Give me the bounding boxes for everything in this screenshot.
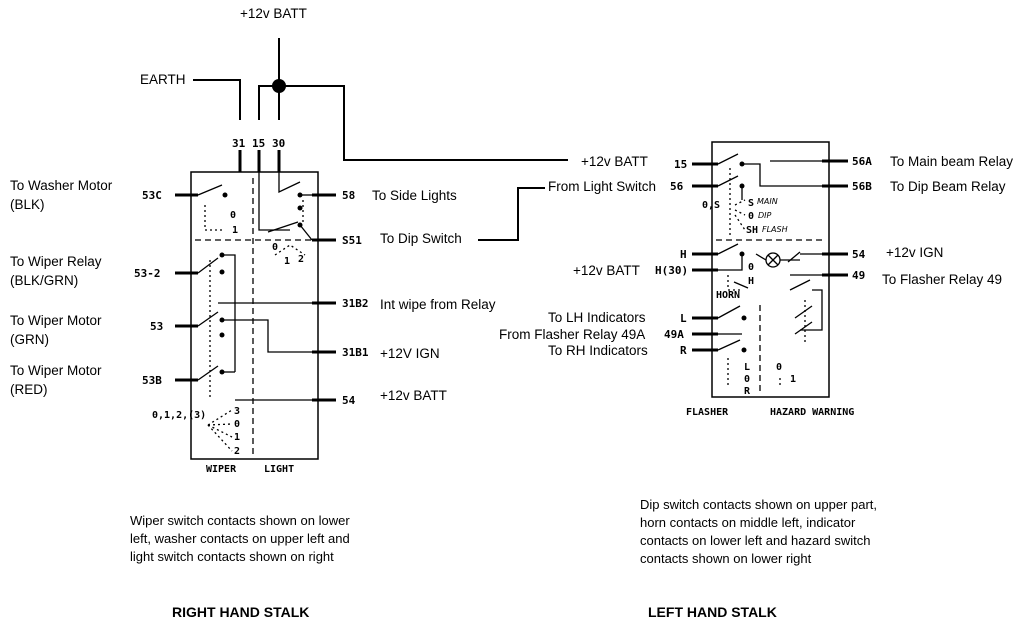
pin15-wire (258, 85, 279, 120)
horn-pos-0: 0 (748, 262, 754, 273)
right-hand-stalk: +12v BATT EARTH 31 15 30 53C 53-2 53 53B… (10, 6, 568, 620)
left-caption-line-1: Dip switch contacts shown on upper part, (640, 497, 877, 512)
right-stalk-body (190, 171, 319, 460)
wiper-relay-colour: (BLK/GRN) (10, 273, 78, 288)
washer-motor-colour: (BLK) (10, 197, 45, 212)
pin-56a: 56A (852, 155, 872, 168)
light-pos-2: 2 (298, 254, 304, 265)
earth-wire (193, 79, 241, 120)
batt-link-wire (279, 85, 568, 161)
pin-h: H (680, 248, 687, 261)
horn-hazard-contacts: 0 H HORN L 0 R (716, 243, 823, 397)
washer-motor-label: To Washer Motor (10, 178, 113, 193)
wiper-motor-red-colour: (RED) (10, 382, 48, 397)
section-wiper: WIPER (206, 464, 237, 475)
pin-31b2: 31B2 (342, 297, 369, 310)
dip-mode-main: MAIN (757, 197, 778, 206)
pin-53b: 53B (142, 374, 162, 387)
hazard-pos-1: 1 (790, 374, 796, 385)
pin-54-left: 54 (852, 248, 866, 261)
wiper-pos-2: 2 (234, 446, 240, 457)
right-stalk-title: RIGHT HAND STALK (172, 604, 309, 620)
pin-h30: H(30) (655, 264, 688, 277)
batt-label: +12v BATT (380, 388, 447, 403)
wiper-motor-red-label: To Wiper Motor (10, 363, 102, 378)
dip-mode-flash: FLASH (762, 225, 788, 234)
rh-indicators-label: To RH Indicators (548, 343, 648, 358)
dip-letter-0: 0 (748, 211, 754, 222)
from-light-switch-label: From Light Switch (548, 179, 656, 194)
pin-58: 58 (342, 189, 355, 202)
dip-mode-dip: DIP (758, 211, 772, 220)
wiper-positions-label: 0,1,2,(3) (152, 410, 206, 421)
pin-l: L (680, 312, 687, 325)
pin-r: R (680, 344, 687, 357)
flasher-pos-l: L (744, 362, 750, 373)
hazard-pos-0: 0 (776, 362, 782, 373)
pin-53-2: 53-2 (134, 267, 161, 280)
earth-label: EARTH (140, 72, 186, 87)
flasher-pos-0: 0 (744, 374, 750, 385)
left-caption-line-3: contacts on lower left and hazard switch (640, 533, 871, 548)
section-light: LIGHT (264, 464, 294, 475)
pin-54: 54 (342, 394, 356, 407)
washer-pos-0: 0 (230, 210, 236, 221)
section-hazard: HAZARD WARNING (770, 407, 854, 418)
flasher-49a-label: From Flasher Relay 49A (499, 327, 645, 342)
wiper-motor-grn-label: To Wiper Motor (10, 313, 102, 328)
pin-49: 49 (852, 269, 865, 282)
pin-49a: 49A (664, 328, 684, 341)
dip-link-wire (478, 187, 545, 241)
flasher-49-label: To Flasher Relay 49 (882, 272, 1002, 287)
right-caption-line-1: Wiper switch contacts shown on lower (130, 513, 350, 528)
ign-left-label: +12v IGN (886, 245, 943, 260)
pin-15-left: 15 (674, 158, 687, 171)
pin-s51: S51 (342, 234, 362, 247)
horn-label: HORN (716, 290, 740, 301)
lh-indicators-label: To LH Indicators (548, 310, 646, 325)
pin-15: 15 (252, 137, 265, 150)
top-batt-label: +12v BATT (240, 6, 307, 21)
pin-53c: 53C (142, 189, 162, 202)
wiper-motor-grn-colour: (GRN) (10, 332, 49, 347)
light-switch-contacts: 0 1 2 (258, 172, 313, 267)
wiper-pos-3: 3 (234, 406, 240, 417)
pin-31: 31 (232, 137, 246, 150)
pin-56: 56 (670, 180, 684, 193)
dip-beam-label: To Dip Beam Relay (890, 179, 1006, 194)
side-lights-label: To Side Lights (372, 188, 457, 203)
left-caption-line-2: horn contacts on middle left, indicator (640, 515, 856, 530)
light-pos-1: 1 (284, 256, 290, 267)
right-caption-line-2: left, washer contacts on upper left and (130, 531, 350, 546)
left-stalk-title: LEFT HAND STALK (648, 604, 777, 620)
dip-switch-contacts: 0,S S 0 SH MAIN DIP FLASH (702, 153, 822, 236)
pin-56b: 56B (852, 180, 872, 193)
wiper-switch-contacts: 0 1 0,1,2,(3) 3 0 1 2 (152, 184, 312, 457)
right-caption-line-3: light switch contacts shown on right (130, 549, 334, 564)
pin-31b1: 31B1 (342, 346, 369, 359)
dip-switch-label: To Dip Switch (380, 231, 462, 246)
left-batt-label: +12v BATT (581, 154, 648, 169)
dip-letter-sh: SH (746, 225, 758, 236)
pin-53: 53 (150, 320, 163, 333)
wiper-pos-0: 0 (234, 419, 240, 430)
pin-30: 30 (272, 137, 285, 150)
ign-label: +12V IGN (380, 346, 440, 361)
wiper-pos-1: 1 (234, 432, 240, 443)
section-flasher: FLASHER (686, 407, 729, 418)
light-pos-0: 0 (272, 242, 278, 253)
left-caption-line-4: contacts shown on lower right (640, 551, 812, 566)
flasher-pos-r: R (744, 386, 751, 397)
int-wipe-label: Int wipe from Relay (380, 297, 496, 312)
left-hand-stalk: 15 56 H H(30) L 49A R +12v BATT From Lig… (499, 141, 1013, 620)
main-beam-label: To Main beam Relay (890, 154, 1013, 169)
horn-pos-h: H (748, 276, 754, 287)
washer-pos-1: 1 (232, 225, 238, 236)
h30-batt-label: +12v BATT (573, 263, 640, 278)
dip-letter-s: S (748, 198, 754, 209)
wiper-relay-label: To Wiper Relay (10, 254, 102, 269)
dip-positions: 0,S (702, 200, 720, 211)
